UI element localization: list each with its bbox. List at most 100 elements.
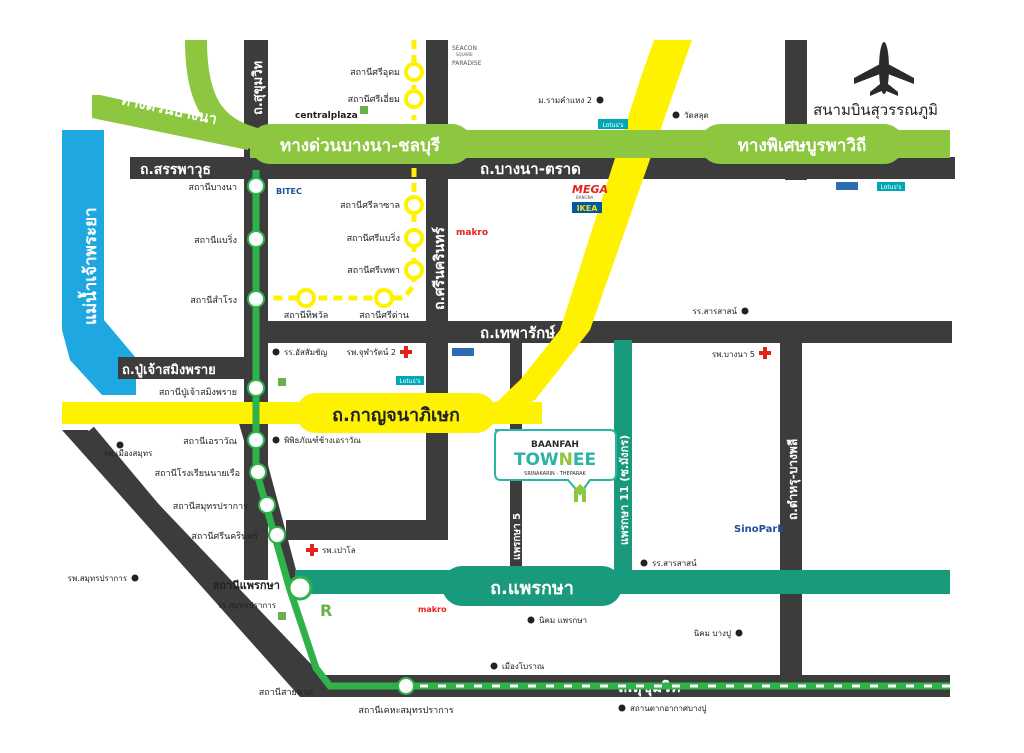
place-ancient-city: เมืองโบราณ xyxy=(502,661,545,671)
road-praeksa xyxy=(295,570,950,594)
logo-ikea-box xyxy=(572,202,602,213)
logo-bluebox-1 xyxy=(836,182,858,190)
station-samrong: สถานีสำโรง xyxy=(190,295,237,306)
logo-lotus-2-box xyxy=(877,182,905,191)
place-nikom-praeksa: นิคม แพรกษา xyxy=(539,616,587,625)
road-pujao xyxy=(118,357,268,379)
project-brand-top: BAANFAH xyxy=(531,440,579,450)
place-muang-hosp: รพ.เมืองสมุทร xyxy=(104,449,153,458)
logo-lotus-1-box xyxy=(598,119,628,129)
logo-ikea: IKEA xyxy=(577,204,599,213)
yellow-station-markers xyxy=(296,62,424,308)
road-srinakarin-south xyxy=(286,520,448,540)
place-sarasas-bottom: รร.สารสาสน์ xyxy=(652,558,697,568)
station-praeksa: สถานีแพรกษา xyxy=(213,579,280,592)
project-house-icon xyxy=(574,484,586,502)
srinakarin-label: ถ.ศรีนครินทร์ xyxy=(431,227,448,310)
place-samut-school: รร.สมุทรปราการ xyxy=(218,601,277,610)
station-srithepha: สถานีศรีเทพา xyxy=(347,265,400,276)
praeksa11-label: แพรกษา 11 (ซ.มังกร) xyxy=(618,435,631,545)
expressway-label: ทางด่วนบางนา-ชลบุรี xyxy=(280,135,441,156)
logo-makro: makro xyxy=(456,228,488,238)
sanphawut-label: ถ.สรรพาวุธ xyxy=(140,162,211,178)
expressway-label-box xyxy=(250,124,472,164)
logo-seacon: SEACON xyxy=(452,45,477,52)
praeksa-label-box xyxy=(442,566,622,606)
logo-lotus-3-box xyxy=(396,376,424,385)
place-samut-hosp: รพ.สมุทรปราการ xyxy=(68,574,128,583)
road-tamru xyxy=(780,340,802,685)
kanchanaphisek-label-box xyxy=(296,393,496,433)
road-praeksa11 xyxy=(614,340,632,575)
hospital-icons xyxy=(306,346,771,556)
station-sridan: สถานีศรีด่าน xyxy=(359,310,409,321)
place-ramkhamhaeng2: ม.รามคำแหง 2 xyxy=(538,96,592,105)
logo-bigc-2 xyxy=(278,378,286,386)
hospital-icon xyxy=(306,544,318,556)
project-subtitle: SRINAKARIN - THEPARAK xyxy=(524,471,586,477)
logo-central: centralplaza xyxy=(295,111,358,121)
sukhumvit-top-label: ถ.สุขุมวิท xyxy=(251,61,266,115)
station-pujao: สถานีปู่เจ้าสมิงพราย xyxy=(159,387,237,398)
station-sribaering: สถานีศรีแบริ่ง xyxy=(347,231,400,244)
station-sailuat: สถานีสายลวด xyxy=(259,687,314,698)
logo-lotus-1: Lotus's xyxy=(603,122,624,129)
place-dots xyxy=(116,96,749,712)
bangna-trad-label: ถ.บางนา-ตราด xyxy=(480,160,581,178)
road-thepharak xyxy=(262,321,952,343)
logo-paradise: PARADISE xyxy=(452,60,482,67)
logo-bigc-1 xyxy=(360,106,368,114)
station-baering: สถานีแบริ่ง xyxy=(194,233,237,246)
river-label: แม่น้ำเจ้าพระยา xyxy=(77,207,101,325)
station-srinakarin: สถานีศรีนครินทร์ xyxy=(191,530,258,542)
logo-mega-sub: BANGNA xyxy=(576,195,594,200)
airplane-icon xyxy=(854,42,914,96)
project-name: TOWNEE xyxy=(514,450,596,470)
logo-bluebox-2 xyxy=(452,348,474,356)
station-sriudom: สถานีศรีอุดม xyxy=(350,67,400,78)
place-erawan-museum: พิพิธภัณฑ์ช้างเอราวัณ xyxy=(284,435,361,445)
pujao-label: ถ.ปู่เจ้าสมิงพราย xyxy=(122,362,216,378)
place-paolo: รพ.เปาโล xyxy=(322,545,356,555)
station-erawan: สถานีเอราวัณ xyxy=(183,436,237,447)
bts-station-markers xyxy=(247,177,415,695)
place-assumption: รร.อัสสัมชัญ xyxy=(284,348,327,357)
logo-seacon-sub: SQUARE xyxy=(456,52,473,57)
kanchanaphisek-label: ถ.กาญจนาภิเษก xyxy=(332,405,460,426)
hospital-icon xyxy=(759,347,771,359)
logo-bigc-3 xyxy=(278,612,286,620)
station-srilasalle: สถานีศรีลาซาล xyxy=(340,200,400,211)
logo-mega: MEGA xyxy=(572,183,608,196)
station-sriiam: สถานีศรีเอี่ยม xyxy=(348,92,400,105)
place-sarasas-top: รร.สารสาสน์ xyxy=(692,306,737,316)
station-naval: สถานีโรงเรียนนายเรือ xyxy=(155,468,240,479)
logo-lotus-3: Lotus's xyxy=(400,378,421,385)
station-bangna: สถานีบางนา xyxy=(188,182,237,193)
place-jularat2: รพ.จุฬารัตน์ 2 xyxy=(347,347,396,357)
praeksa-label: ถ.แพรกษา xyxy=(490,578,574,599)
logo-sinopark: SinoPark xyxy=(734,524,784,535)
station-kheha: สถานีเคหะสมุทรปราการ xyxy=(358,705,453,716)
hospital-icon xyxy=(400,346,412,358)
project-callout: BAANFAH TOWNEE SRINAKARIN - THEPARAK xyxy=(494,429,617,502)
burapha-label: ทางพิเศษบูรพาวิถี xyxy=(738,135,867,157)
place-wat-sadet: วัดสลุด xyxy=(684,111,709,120)
station-thipphawan: สถานีทิพวัล xyxy=(284,310,329,321)
bts-green-line xyxy=(252,170,950,690)
logo-lotus-2: Lotus's xyxy=(881,184,902,191)
logo-r-symbol: R xyxy=(320,601,332,620)
station-paknam: สถานีสมุทรปราการ xyxy=(173,501,248,512)
thepharak-label: ถ.เทพารักษ์ xyxy=(480,324,555,342)
place-bangpu-airforce: สถานตากอากาศบางปู xyxy=(630,704,706,714)
tamru-label: ถ.ตำหรุ-บางพลี xyxy=(786,439,801,520)
place-nikom-bangpu: นิคม บางปู xyxy=(694,629,731,639)
burapha-label-box xyxy=(700,124,904,164)
airport-label: สนามบินสุวรรณภูมิ xyxy=(813,101,938,120)
praeksa5-label: แพรกษา 5 xyxy=(512,513,523,560)
logo-makro-2: makro xyxy=(418,605,447,614)
place-bangna5-hosp: รพ.บางนา 5 xyxy=(712,350,755,359)
river-chaophraya xyxy=(62,130,136,395)
road-bangna-expressway-west xyxy=(92,95,252,150)
road-southwest xyxy=(86,426,312,694)
